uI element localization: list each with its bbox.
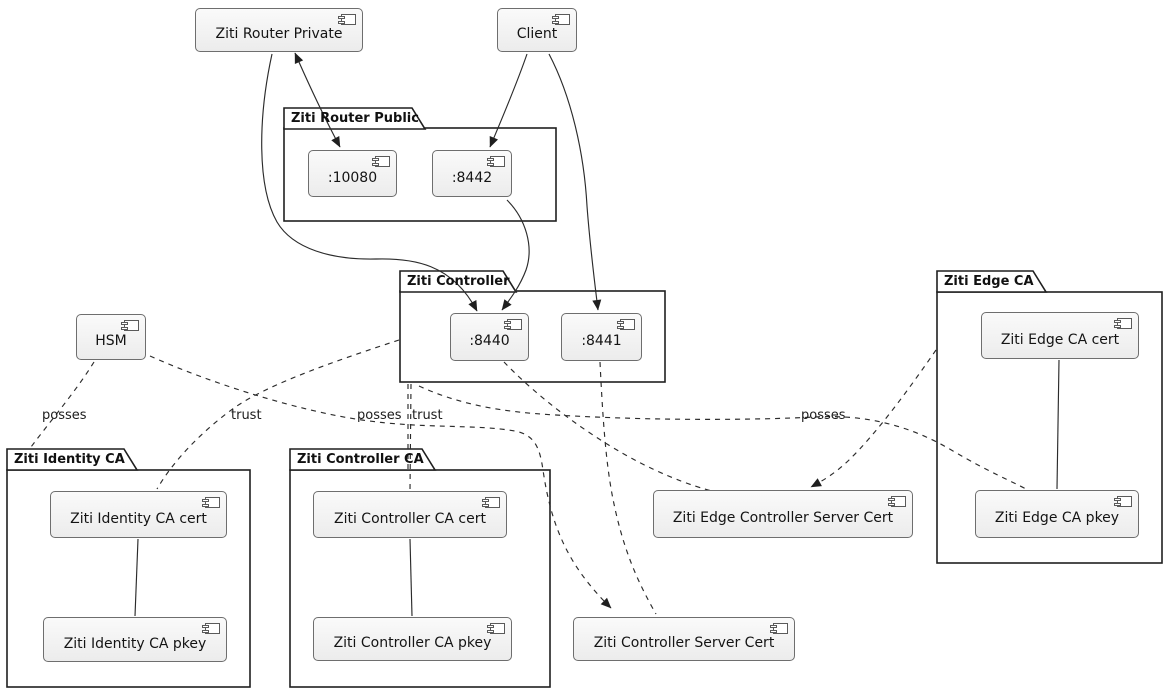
package-tab-ziti-edge-ca (936, 270, 1048, 293)
edge-controller-controller-ca-cert (409, 383, 412, 491)
package-tab-ziti-router-public (283, 107, 427, 130)
edge-paths (30, 52, 1060, 617)
package-body-ziti-router-public (283, 127, 557, 222)
edge-identity-cert-pkey (134, 538, 139, 617)
package-tab-ziti-identity-ca (6, 448, 139, 471)
edge-hsm-controller-server-cert (149, 355, 612, 609)
package-tab-ziti-controller (399, 270, 518, 293)
package-body-ziti-identity-ca (6, 469, 251, 688)
edge-router-private-10080 (294, 52, 341, 148)
edge-hsm-identity-ca (30, 361, 95, 448)
edge-8440-edge-controller-server-cert (503, 361, 717, 493)
package-tab-ziti-controller-ca (289, 448, 437, 471)
edge-8441-controller-server-cert (599, 361, 657, 615)
package-body-ziti-edge-ca (936, 291, 1163, 564)
edge-client-8441 (548, 53, 602, 311)
edge-client-8442 (489, 53, 528, 148)
package-shapes (6, 107, 1163, 688)
edge-8442-8440 (501, 199, 530, 311)
edge-edge-ca-edge-controller-server-cert (810, 349, 937, 488)
edge-controller-edge-ca-pkey (418, 385, 1027, 490)
edge-controller-ca-cert-pkey (409, 538, 413, 617)
edge-router-private-8440 (261, 53, 478, 312)
edge-controller-identity-cert (156, 339, 400, 490)
package-body-ziti-controller (399, 290, 666, 383)
package-body-ziti-controller-ca (289, 469, 551, 688)
edge-edge-ca-cert-pkey (1056, 359, 1060, 490)
